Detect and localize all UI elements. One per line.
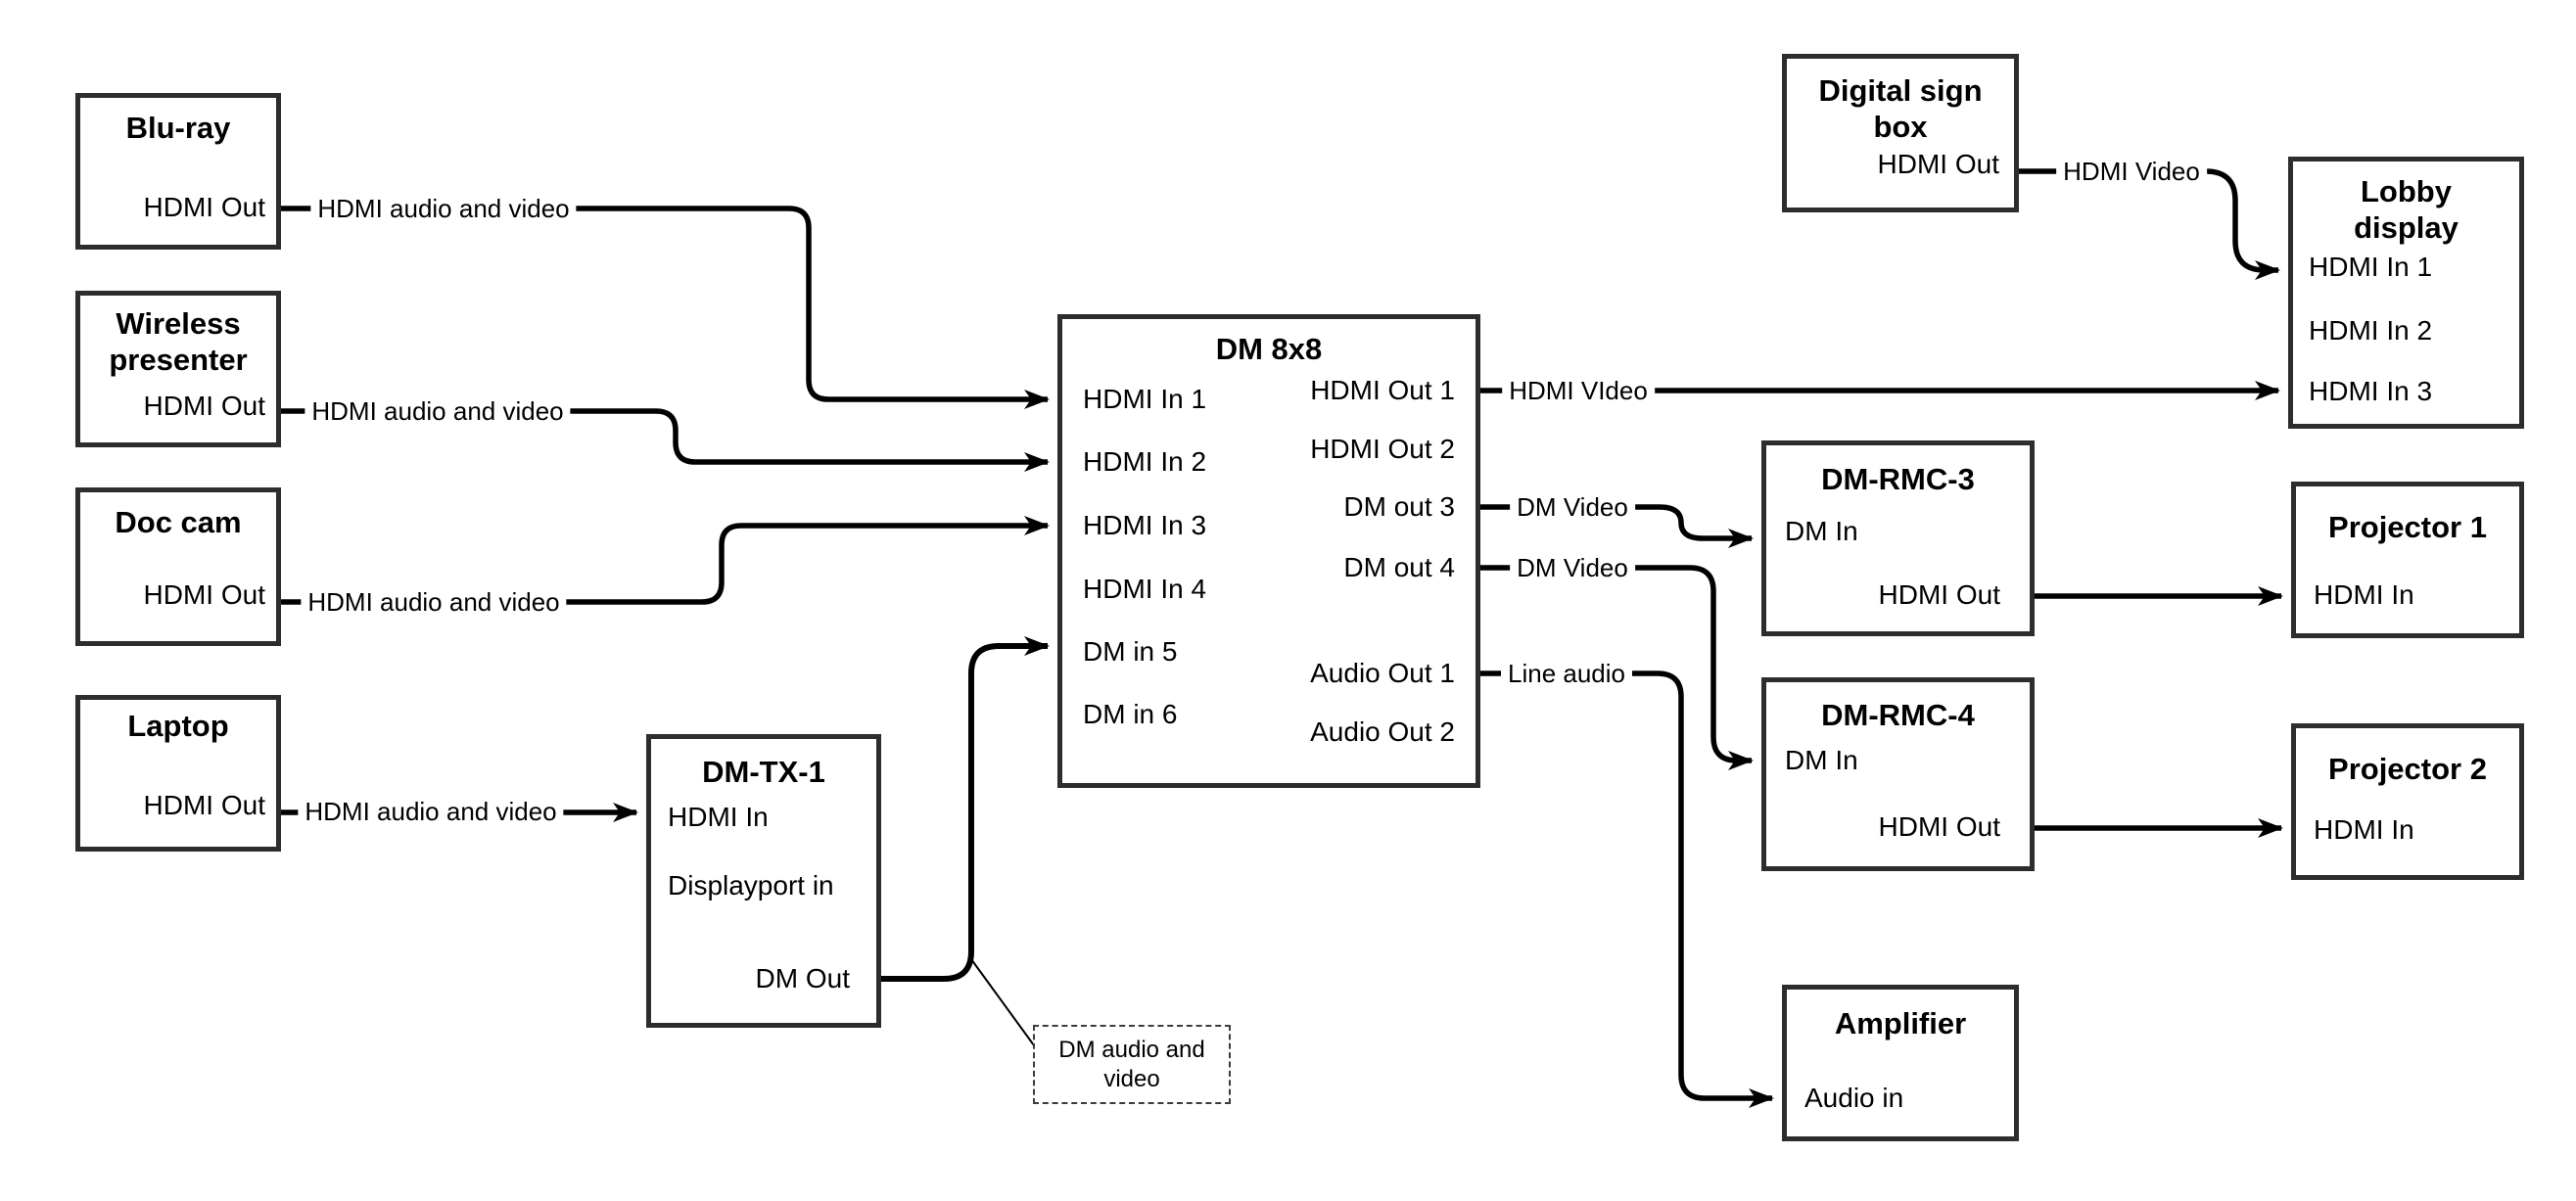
- edge-label-dm-video-out3: DM Video: [1510, 491, 1635, 523]
- edge-label-bluray-hdmi-av: HDMI audio and video: [310, 193, 577, 224]
- node-dm-tx-1: [646, 734, 881, 1028]
- port-laptop-hdmi-out: HDMI Out: [143, 790, 265, 820]
- node-wireless-presenter: [75, 291, 281, 447]
- port-dmtx1-dm-out: DM Out: [755, 963, 850, 993]
- port-rmc4-dm-in: DM In: [1785, 745, 1858, 775]
- node-dm-rmc-4-title: DM-RMC-4: [1821, 698, 1975, 732]
- edge-wireless-to-dm8x8-in2: [281, 408, 1050, 472]
- port-dm8x8-hdmi-in-3: HDMI In 3: [1083, 510, 1207, 540]
- node-laptop-title: Laptop: [127, 709, 229, 743]
- port-dm8x8-audio-out-1: Audio Out 1: [1310, 658, 1455, 688]
- port-dm8x8-dm-in-6: DM in 6: [1083, 699, 1178, 729]
- port-dmtx1-displayport-in: Displayport in: [668, 870, 834, 901]
- port-rmc3-hdmi-out: HDMI Out: [1878, 579, 2000, 610]
- node-doc-cam-title: Doc cam: [115, 505, 242, 539]
- node-projector-1-title: Projector 1: [2328, 510, 2487, 544]
- port-proj1-hdmi-in: HDMI In: [2314, 579, 2414, 610]
- edge-label-wireless-hdmi-av: HDMI audio and video: [304, 395, 571, 427]
- node-projector-2-title: Projector 2: [2328, 752, 2487, 786]
- node-wireless-presenter-title: Wireless presenter: [109, 306, 248, 377]
- node-projector-2: [2291, 723, 2524, 880]
- port-signbox-hdmi-out: HDMI Out: [1877, 149, 1999, 179]
- node-dm-rmc-4: [1761, 677, 2035, 871]
- node-dm-tx-1-title: DM-TX-1: [702, 755, 825, 789]
- edge-label-laptop-hdmi-av: HDMI audio and video: [298, 796, 564, 827]
- port-dm8x8-dm-in-5: DM in 5: [1083, 636, 1178, 667]
- edge-label-hdmi-video-out1: HDMI VIdeo: [1502, 375, 1655, 406]
- note-leader-line: [970, 958, 1035, 1046]
- port-rmc3-dm-in: DM In: [1785, 516, 1858, 546]
- note-dm-audio-and-video: DM audio and video: [1033, 1025, 1231, 1104]
- edge-doccam-to-dm8x8-in3: [281, 516, 1050, 605]
- port-lobby-hdmi-in-2: HDMI In 2: [2309, 315, 2433, 346]
- edge-dmtx1-to-dm8x8-dm-in5: [881, 636, 1050, 982]
- node-digital-sign-box-title: Digital sign box: [1818, 73, 1983, 144]
- edge-label-line-audio: Line audio: [1501, 658, 1632, 689]
- node-dm-rmc-3: [1761, 440, 2035, 636]
- node-bluray: [75, 93, 281, 250]
- node-dm-8x8: [1057, 314, 1480, 788]
- port-dm8x8-hdmi-in-2: HDMI In 2: [1083, 446, 1207, 477]
- port-dm8x8-hdmi-out-1: HDMI Out 1: [1310, 375, 1455, 405]
- node-bluray-title: Blu-ray: [125, 111, 231, 145]
- port-dm8x8-dm-out-4: DM out 4: [1343, 552, 1455, 582]
- edge-signbox-to-lobby-in1: [2019, 168, 2280, 280]
- node-projector-1: [2291, 482, 2524, 638]
- edge-label-hdmi-video-sign: HDMI Video: [2056, 156, 2207, 187]
- edge-label-dm-video-out4: DM Video: [1510, 552, 1635, 583]
- edge-label-doccam-hdmi-av: HDMI audio and video: [301, 586, 567, 618]
- node-lobby-display: [2288, 157, 2524, 429]
- port-amp-audio-in: Audio in: [1804, 1083, 1904, 1113]
- node-digital-sign-box: [1782, 54, 2019, 212]
- node-laptop: [75, 695, 281, 852]
- port-lobby-hdmi-in-3: HDMI In 3: [2309, 376, 2433, 406]
- edge-dm8x8-out4-to-rmc4: [1480, 565, 1754, 770]
- port-wireless-hdmi-out: HDMI Out: [143, 391, 265, 421]
- node-lobby-display-title: Lobby display: [2354, 174, 2459, 245]
- port-bluray-hdmi-out: HDMI Out: [143, 192, 265, 222]
- edge-dm8x8-audio1-to-amp: [1480, 670, 1774, 1108]
- port-lobby-hdmi-in-1: HDMI In 1: [2309, 252, 2433, 282]
- port-dm8x8-dm-out-3: DM out 3: [1343, 491, 1455, 522]
- node-amplifier: [1782, 985, 2019, 1141]
- port-proj2-hdmi-in: HDMI In: [2314, 814, 2414, 845]
- port-dmtx1-hdmi-in: HDMI In: [668, 802, 769, 832]
- port-rmc4-hdmi-out: HDMI Out: [1878, 811, 2000, 842]
- node-amplifier-title: Amplifier: [1834, 1006, 1967, 1040]
- port-doccam-hdmi-out: HDMI Out: [143, 579, 265, 610]
- edge-dm8x8-out3-to-rmc3: [1480, 504, 1754, 548]
- port-dm8x8-audio-out-2: Audio Out 2: [1310, 716, 1455, 747]
- node-doc-cam: [75, 487, 281, 646]
- node-dm-rmc-3-title: DM-RMC-3: [1821, 462, 1975, 496]
- edge-bluray-to-dm8x8-in1: [281, 206, 1050, 409]
- port-dm8x8-hdmi-in-1: HDMI In 1: [1083, 384, 1207, 414]
- port-dm8x8-hdmi-out-2: HDMI Out 2: [1310, 434, 1455, 464]
- port-dm8x8-hdmi-in-4: HDMI In 4: [1083, 574, 1207, 604]
- node-dm-8x8-title: DM 8x8: [1215, 332, 1323, 366]
